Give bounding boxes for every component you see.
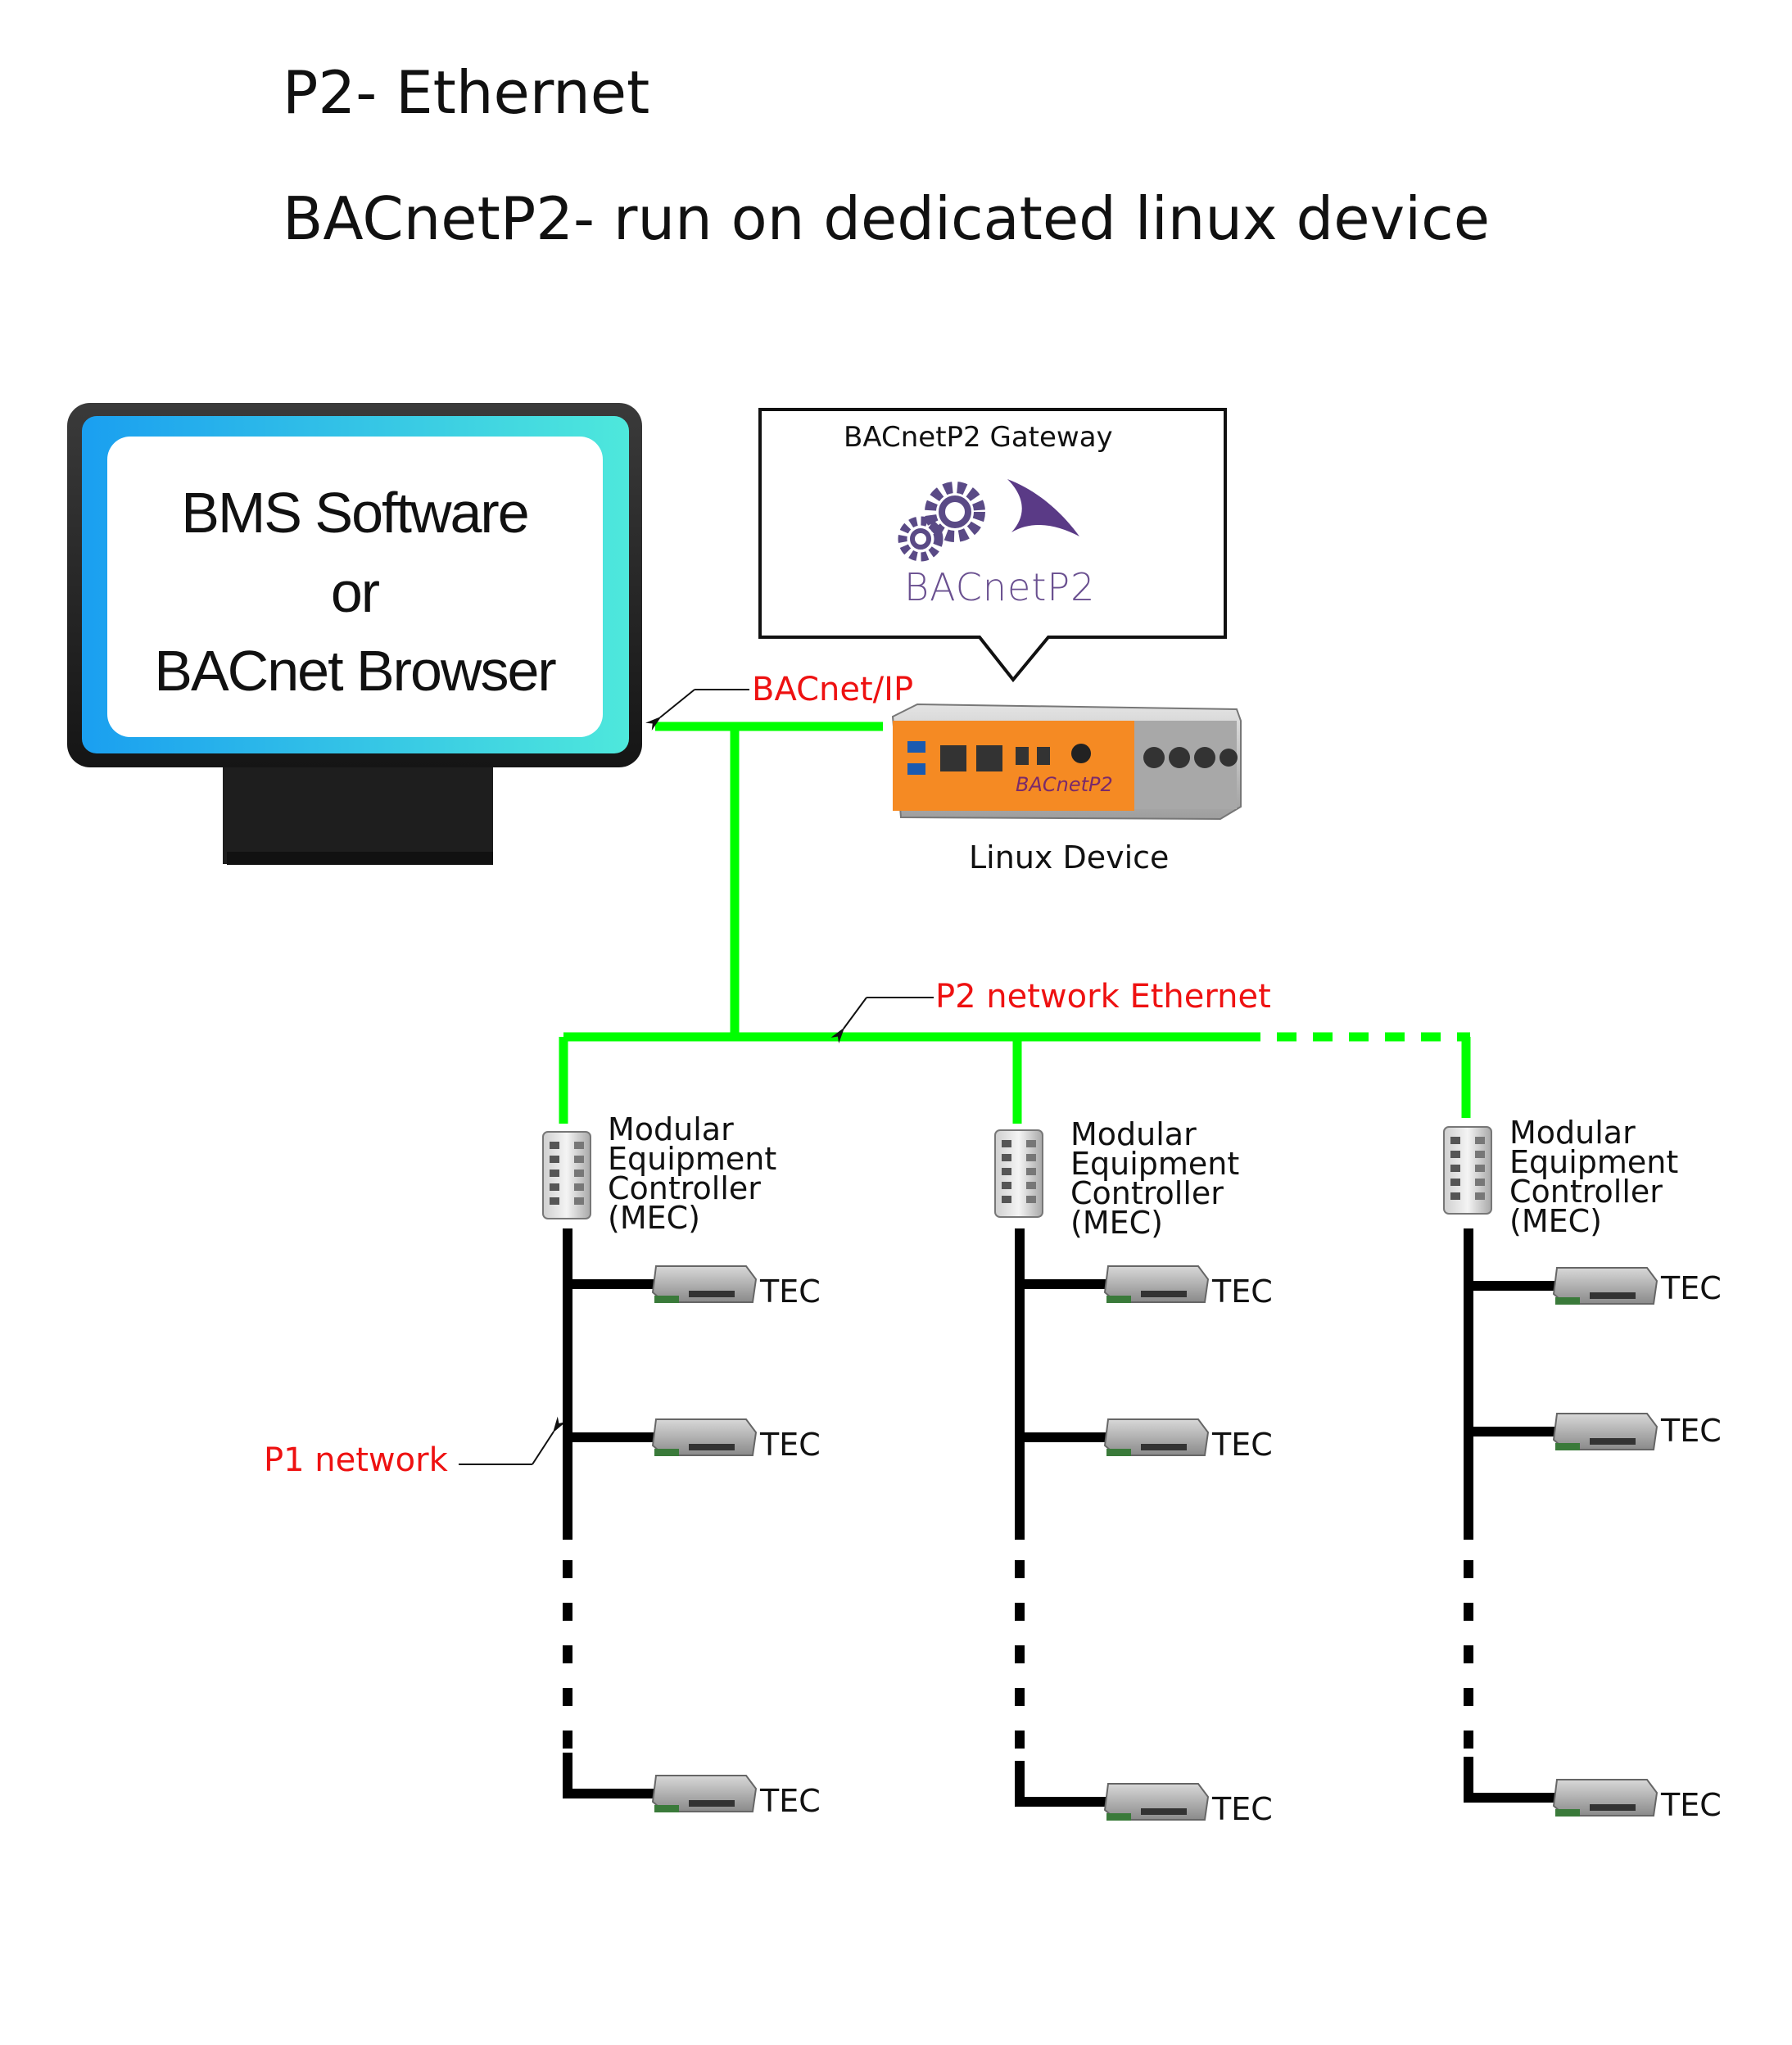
p2-network-arrow <box>830 997 867 1044</box>
tec-label: TEC <box>1660 1270 1722 1306</box>
gear-icon <box>898 482 985 562</box>
tec-device <box>651 1775 758 1812</box>
swift-bird-icon <box>1007 479 1079 536</box>
tec-label: TEC <box>1660 1413 1722 1449</box>
linux-device: BACnetP2 Linux Device <box>891 703 1242 875</box>
mec-label-2: Equipment <box>1070 1146 1239 1182</box>
mec-device <box>994 1129 1043 1218</box>
bacnet-ip-label: BACnet/IP <box>752 671 913 708</box>
tec-device <box>1103 1265 1210 1303</box>
mec-label-3: Controller <box>608 1170 761 1206</box>
ethernet-network <box>559 722 1471 1124</box>
tec-device <box>1552 1267 1659 1305</box>
mec-label-3: Controller <box>1070 1175 1224 1211</box>
tec-device <box>1552 1779 1659 1817</box>
monitor-text-line-3: BACnet Browser <box>154 639 556 703</box>
bacnet-ip-arrow <box>645 689 695 731</box>
tec-device <box>1552 1413 1659 1450</box>
device-label: Linux Device <box>969 839 1169 875</box>
mec-label-4: (MEC) <box>608 1200 700 1236</box>
usb-port-icon <box>907 741 925 753</box>
monitor: BMS Software or BACnet Browser <box>67 403 642 865</box>
tec-label: TEC <box>759 1783 821 1819</box>
mec-device <box>542 1131 591 1219</box>
device-front-panel <box>893 721 1134 811</box>
device-brand: BACnetP2 <box>1016 773 1113 796</box>
tec-device <box>1103 1418 1210 1456</box>
power-button-icon <box>1071 744 1091 763</box>
monitor-stand-neck <box>223 758 493 864</box>
tec-label: TEC <box>1211 1427 1273 1463</box>
ethernet-port-icon <box>976 745 1002 771</box>
ethernet-port-icon <box>940 745 966 771</box>
mec-label-4: (MEC) <box>1070 1205 1163 1241</box>
tec-label: TEC <box>759 1427 821 1463</box>
tec-device <box>651 1265 758 1303</box>
mec-label-3: Controller <box>1509 1174 1663 1210</box>
monitor-stand-base <box>227 852 493 865</box>
p2-network-label: P2 network Ethernet <box>935 978 1271 1016</box>
mec-label-2: Equipment <box>608 1141 776 1177</box>
tec-device <box>651 1418 758 1456</box>
mec-label-1: Modular <box>608 1111 734 1147</box>
tec-label: TEC <box>1211 1274 1273 1310</box>
title-line-1: P2- Ethernet <box>283 58 649 127</box>
tec-label: TEC <box>1660 1787 1722 1823</box>
monitor-text-line-2: or <box>331 560 380 624</box>
p1-network-arrow <box>532 1416 566 1465</box>
tec-device <box>1103 1783 1210 1821</box>
mec-label-2: Equipment <box>1509 1144 1678 1180</box>
usb-port-icon <box>907 763 925 775</box>
logo-text: BACnetP2 <box>904 565 1095 609</box>
mec-label-1: Modular <box>1070 1116 1197 1152</box>
title-line-2: BACnetP2- run on dedicated linux device <box>283 184 1490 253</box>
tec-label: TEC <box>759 1274 821 1310</box>
callout-bubble <box>758 408 1227 683</box>
mec-label-4: (MEC) <box>1509 1203 1602 1239</box>
p1-network-label: P1 network <box>264 1441 449 1479</box>
tec-label: TEC <box>1211 1791 1273 1827</box>
mec-label-1: Modular <box>1509 1115 1636 1151</box>
monitor-text-line-1: BMS Software <box>181 481 527 545</box>
mec-device <box>1443 1126 1492 1215</box>
monitor-screen-panel <box>107 437 603 737</box>
callout-title: BACnetP2 Gateway <box>844 421 1113 454</box>
gateway-callout: BACnetP2 Gateway BACnetP2 <box>758 408 1227 683</box>
mec-branches: ModularEquipmentController(MEC)TECTECTEC… <box>542 1111 1722 1827</box>
